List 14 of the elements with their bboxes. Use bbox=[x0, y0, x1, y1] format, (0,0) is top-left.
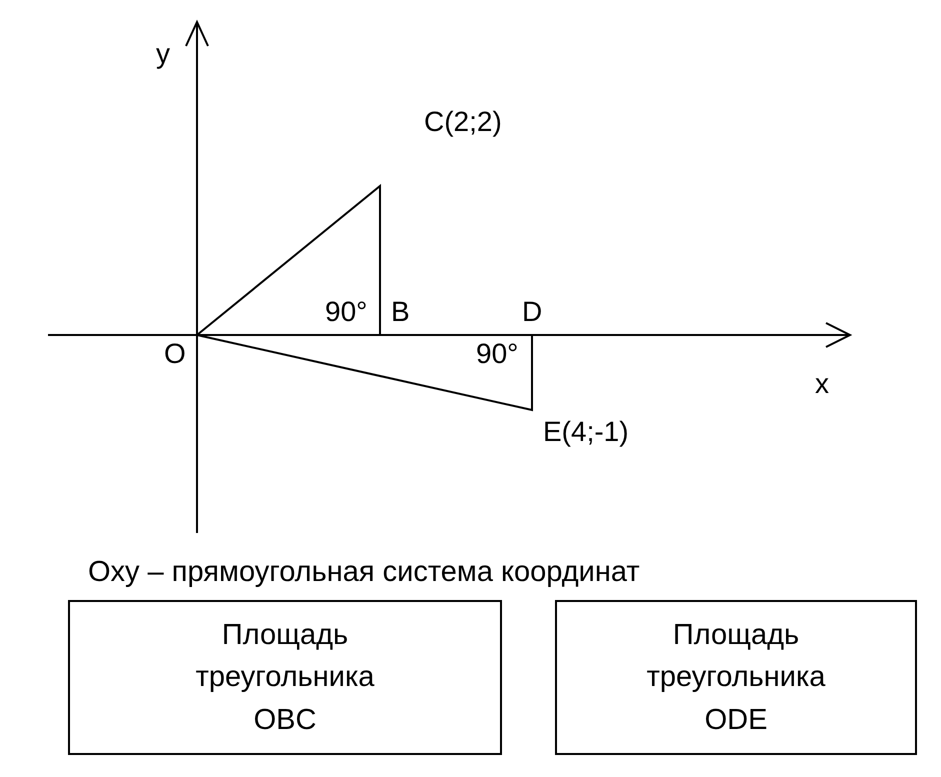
point-label: 90° bbox=[325, 298, 368, 326]
point-label: D bbox=[522, 298, 542, 326]
caption: Oxy – прямоугольная система координат bbox=[88, 558, 640, 587]
point-label: B bbox=[391, 298, 410, 326]
text-box bbox=[555, 600, 917, 755]
point-label: 90° bbox=[476, 340, 518, 368]
text-box bbox=[68, 600, 502, 755]
point-label: y bbox=[156, 40, 170, 68]
point-label: C(2;2) bbox=[424, 108, 502, 136]
box-text: Площадь треугольника ODE bbox=[646, 618, 826, 738]
point-label: x bbox=[815, 370, 829, 398]
point-label: E(4;-1) bbox=[543, 418, 629, 446]
box-text: Площадь треугольника OBC bbox=[194, 618, 376, 738]
point-label: O bbox=[164, 340, 186, 368]
